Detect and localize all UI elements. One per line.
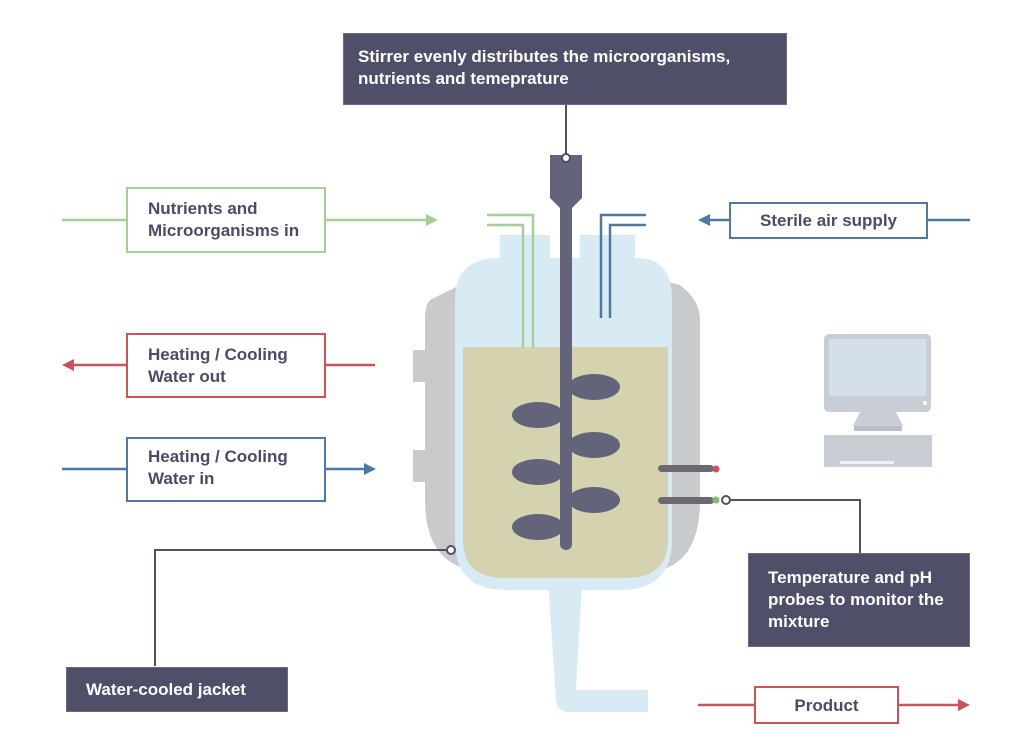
callout-dot bbox=[561, 153, 571, 163]
nutrients-label: Nutrients and Microorganisms in bbox=[126, 187, 326, 253]
air-inlet-pipe bbox=[599, 213, 646, 318]
probes bbox=[658, 465, 720, 504]
stirrer bbox=[512, 155, 620, 550]
paddle bbox=[512, 459, 564, 485]
sterile-air-label: Sterile air supply bbox=[729, 202, 928, 239]
paddle bbox=[568, 487, 620, 513]
callout-dot bbox=[721, 495, 731, 505]
air-arrow bbox=[698, 214, 970, 226]
stirrer-label: Stirrer evenly distributes the microorga… bbox=[343, 33, 787, 105]
computer-icon bbox=[824, 334, 932, 467]
nutrient-arrow bbox=[62, 214, 438, 226]
callout-dot bbox=[446, 545, 456, 555]
nutrient-inlet-pipe bbox=[487, 213, 535, 348]
water-in-arrow bbox=[62, 463, 376, 475]
paddle bbox=[512, 514, 564, 540]
probes-label: Temperature and pH probes to monitor the… bbox=[748, 553, 970, 647]
product-arrow bbox=[698, 699, 970, 711]
water-out-label: Heating / Cooling Water out bbox=[126, 333, 326, 398]
water-in-label: Heating / Cooling Water in bbox=[126, 437, 326, 502]
water-out-arrow bbox=[62, 359, 375, 371]
callout-lines bbox=[154, 105, 861, 666]
product-label: Product bbox=[754, 686, 899, 724]
paddle bbox=[568, 374, 620, 400]
jacket-label: Water-cooled jacket bbox=[66, 667, 288, 712]
paddle bbox=[568, 432, 620, 458]
paddle bbox=[512, 402, 564, 428]
